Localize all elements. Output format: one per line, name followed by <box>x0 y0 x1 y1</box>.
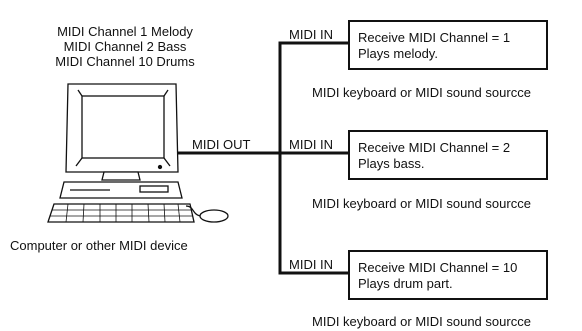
receiver-3-role: Plays drum part. <box>358 276 453 291</box>
receiver-1-caption: MIDI keyboard or MIDI sound sourcce <box>312 85 531 100</box>
mouse-icon <box>199 209 229 223</box>
midi-in-label-3: MIDI IN <box>289 257 334 272</box>
computer-icon <box>47 83 229 223</box>
channel-item-2: MIDI Channel 2 Bass <box>63 39 187 54</box>
receiver-box-3: Receive MIDI Channel = 10 Plays drum par… <box>348 250 548 300</box>
midi-in-label-1: MIDI IN <box>289 27 334 42</box>
channel-item-1: MIDI Channel 1 Melody <box>57 24 193 39</box>
receiver-2-role: Plays bass. <box>358 156 425 171</box>
channel-item-3: MIDI Channel 10 Drums <box>55 54 195 69</box>
receiver-2-channel: Receive MIDI Channel = 2 <box>358 140 511 155</box>
receiver-box-1: Receive MIDI Channel = 1 Plays melody. <box>348 20 548 70</box>
receiver-box-2: Receive MIDI Channel = 2 Plays bass. <box>348 130 548 180</box>
midi-in-label-2: MIDI IN <box>289 137 334 152</box>
receiver-1-channel: Receive MIDI Channel = 1 <box>358 30 511 45</box>
receiver-3-caption: MIDI keyboard or MIDI sound sourcce <box>312 314 531 329</box>
receiver-1-role: Plays melody. <box>358 46 438 61</box>
monitor-screen-icon <box>81 95 165 159</box>
midi-out-label: MIDI OUT <box>192 137 251 152</box>
monitor-stand-icon <box>101 171 141 181</box>
keyboard-icon <box>47 203 195 223</box>
receiver-2-caption: MIDI keyboard or MIDI sound sourcce <box>312 196 531 211</box>
channel-list: MIDI Channel 1 Melody MIDI Channel 2 Bas… <box>40 24 210 69</box>
computer-caption: Computer or other MIDI device <box>10 238 188 253</box>
midi-cables <box>176 41 350 275</box>
receiver-3-channel: Receive MIDI Channel = 10 <box>358 260 518 275</box>
